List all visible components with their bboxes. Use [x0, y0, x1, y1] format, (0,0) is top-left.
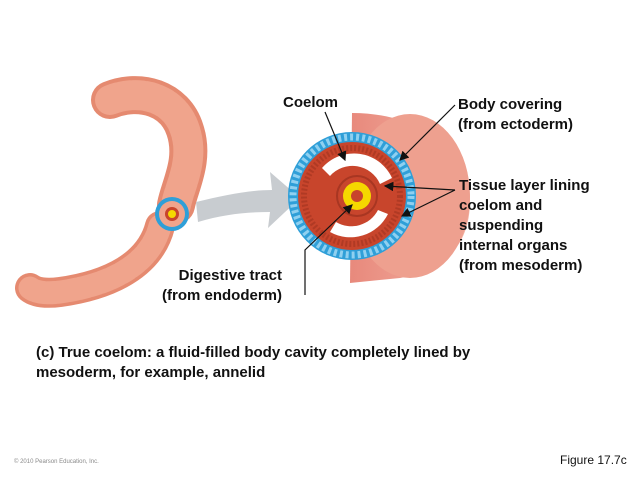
- leader-digestive-tract: [304, 204, 353, 295]
- label-body-covering: Body covering (from ectoderm): [458, 96, 574, 133]
- magnify-arrow: [196, 172, 300, 228]
- cross-section: [288, 113, 470, 283]
- body-covering-cells: [289, 133, 415, 259]
- muscle-texture: [301, 145, 403, 247]
- gut-mesoderm-edge: [336, 175, 378, 217]
- leader-tissue-lower: [400, 189, 456, 217]
- leader-coelom: [324, 111, 347, 162]
- label-tissue-layer: Tissue layer lining coelom and suspendin…: [459, 177, 590, 274]
- leader-body-covering: [399, 104, 456, 161]
- worm-lower-body-light: [18, 214, 172, 305]
- label-digestive-tract: Digestive tract (from endoderm): [162, 267, 282, 304]
- leader-tissue-upper: [383, 181, 456, 192]
- coelom-cavity-lower: [330, 210, 388, 238]
- copyright-notice: © 2010 Pearson Education, Inc.: [14, 459, 99, 465]
- leader-lines: [304, 104, 456, 295]
- figure-number: Figure 17.7c: [560, 453, 627, 467]
- worm-upper-body-light: [95, 80, 204, 220]
- label-coelom: Coelom: [283, 94, 339, 111]
- digestive-tract-lumen: [351, 190, 363, 202]
- worm-cut-endoderm: [168, 210, 176, 218]
- annelid-worm: [15, 76, 208, 308]
- figure-caption: (c) True coelom: a fluid-filled body cav…: [36, 344, 471, 381]
